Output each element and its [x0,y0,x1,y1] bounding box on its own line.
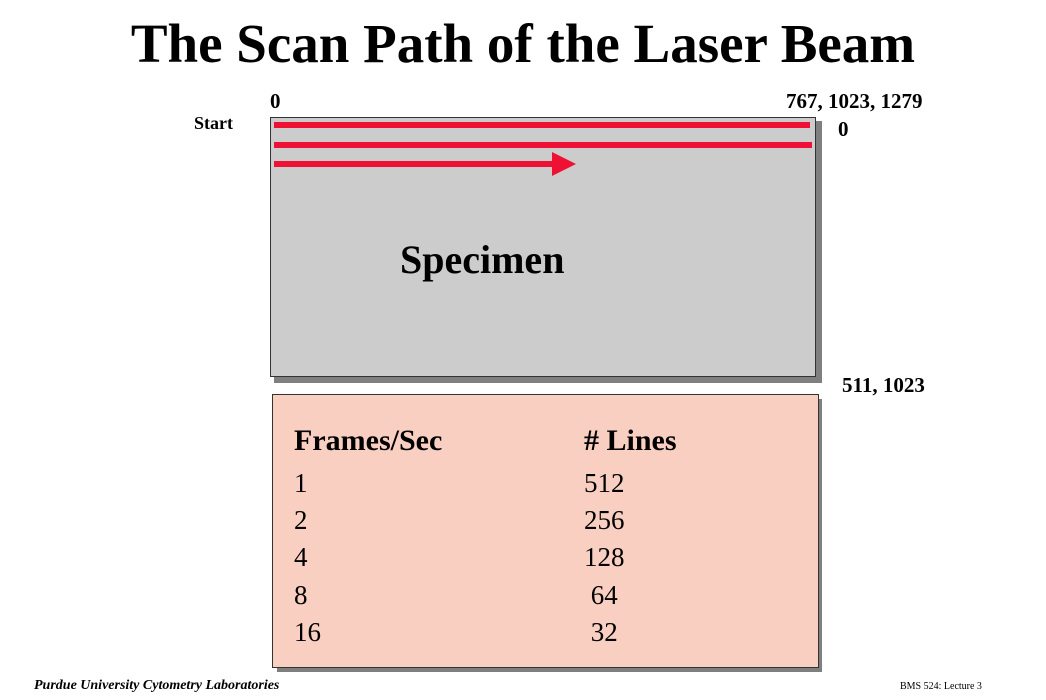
origin-label: 0 [270,89,281,113]
table-cell: 16 [294,617,321,647]
table-cell: 4 [294,542,308,572]
bottom-right-coordinate-label: 511, 1023 [842,373,925,397]
table-cell: 1 [294,468,308,498]
header-frames-per-sec: Frames/Sec [294,424,443,457]
frames-lines-table [272,394,819,668]
slide-title: The Scan Path of the Laser Beam [130,13,916,74]
right-zero-label: 0 [838,117,849,141]
start-label: Start [194,113,233,133]
table-cell: 64 [584,580,618,610]
scan-arrowhead [552,152,576,176]
table-cell: 32 [584,617,618,647]
specimen-area [270,117,816,377]
table-cell: 8 [294,580,308,610]
table-cell: 512 [584,468,625,498]
header-lines: # Lines [584,424,677,457]
table-cell: 2 [294,505,308,535]
footer-lecture: BMS 524: Lecture 3 [900,681,982,692]
table-cell: 256 [584,505,625,535]
top-right-coordinate-label: 767, 1023, 1279 [786,89,923,113]
table-cell: 128 [584,542,625,572]
footer-institution: Purdue University Cytometry Laboratories [34,678,280,693]
specimen-label: Specimen [400,237,565,282]
